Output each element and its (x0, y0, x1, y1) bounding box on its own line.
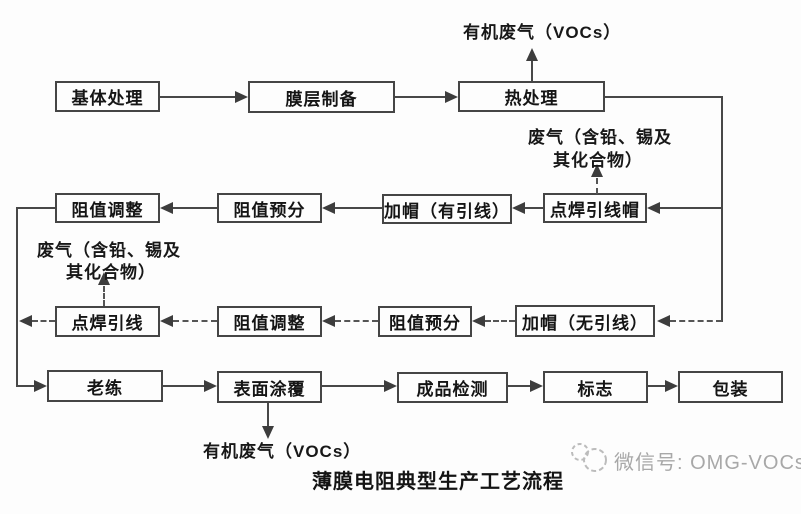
line-presort1-to-adjust1 (173, 207, 217, 209)
line-marking-to-packaging (648, 385, 666, 387)
box-surface-coating: 表面涂覆 (217, 371, 322, 403)
box-final-inspection: 成品检测 (397, 372, 508, 403)
box-spot-weld-leads: 点焊引线 (55, 306, 160, 337)
arrowhead-top-voc (526, 48, 538, 61)
line-film-to-heat (395, 96, 446, 98)
line-substrate-to-film (160, 96, 236, 98)
box-resistance-adjustment-2: 阻值调整 (217, 306, 322, 337)
arrowhead-into-heat-treatment (445, 91, 458, 103)
box-film-preparation: 膜层制备 (248, 81, 395, 113)
box-spot-weld-lead-cap: 点焊引线帽 (543, 193, 647, 223)
arrowhead-into-film-preparation (235, 91, 248, 103)
line-spot-weld-to-waste (103, 286, 105, 306)
line-coating-to-voc (267, 403, 269, 426)
label-left-waste-line1: 废气（含铅、锡及 (37, 241, 181, 260)
line-adjust1-to-left-trunk (17, 207, 55, 209)
box-marking: 标志 (543, 371, 648, 403)
arrowhead-into-final-inspection (384, 380, 397, 392)
arrowhead-into-spot-weld-lead-cap (647, 202, 660, 214)
label-top-voc: 有机废气（VOCs） (463, 23, 622, 42)
line-leadcap-to-capping (525, 207, 543, 209)
diagram-caption: 薄膜电阻典型生产工艺流程 (312, 471, 564, 493)
line-trunk-to-capping-no-leads (670, 320, 722, 322)
arrowhead-into-resistance-adjustment-2 (322, 315, 335, 327)
box-substrate-treatment: 基体处理 (55, 81, 160, 112)
line-heat-to-right-trunk (605, 96, 723, 98)
line-trunk-to-lead-cap (660, 207, 722, 209)
label-right-waste-line1: 废气（含铅、锡及 (528, 128, 672, 147)
arrowhead-right-waste (591, 164, 603, 177)
line-left-trunk-to-aging (17, 385, 35, 387)
arrowhead-into-spot-weld-leads (160, 315, 173, 327)
arrowhead-left-waste (98, 272, 110, 285)
box-heat-treatment: 热处理 (458, 81, 605, 112)
line-left-trunk-vertical (16, 207, 18, 387)
box-capping-with-leads: 加帽（有引线） (382, 194, 512, 224)
arrowhead-into-capping-without-leads (657, 315, 670, 327)
box-capping-without-leads: 加帽（无引线） (515, 305, 655, 337)
label-bottom-voc: 有机废气（VOCs） (203, 442, 362, 461)
line-aging-to-coating (163, 385, 205, 387)
label-right-waste-line2: 其化合物） (553, 151, 643, 170)
arrowhead-into-marking (530, 380, 543, 392)
arrowhead-into-resistance-presort-2 (472, 315, 485, 327)
line-heat-to-voc (531, 60, 533, 81)
arrowhead-into-resistance-adjustment-1 (160, 202, 173, 214)
line-leadcap-to-waste (596, 178, 598, 194)
line-capping-to-presort2 (485, 320, 515, 322)
wechat-circles-icon (571, 443, 607, 472)
arrowhead-into-capping-with-leads (512, 202, 525, 214)
watermark-text: 微信号: OMG-VOCs (614, 452, 801, 474)
line-adjust2-to-spot-weld (173, 320, 217, 322)
line-capping-to-presort1 (335, 207, 382, 209)
line-spot-weld-to-left-trunk (32, 320, 55, 322)
box-packaging: 包装 (678, 371, 783, 403)
box-resistance-presort-2: 阻值预分 (378, 306, 472, 337)
arrowhead-into-surface-coating (204, 380, 217, 392)
box-aging: 老练 (47, 370, 163, 402)
arrowhead-into-left-trunk (19, 315, 32, 327)
line-presort2-to-adjust2 (335, 320, 378, 322)
box-resistance-adjustment-1: 阻值调整 (55, 193, 160, 223)
line-coating-to-inspection (322, 385, 385, 387)
arrowhead-into-resistance-presort-1 (322, 202, 335, 214)
line-right-trunk-vertical (721, 96, 723, 322)
arrowhead-bottom-voc (262, 426, 274, 439)
arrowhead-into-packaging (665, 380, 678, 392)
box-resistance-presort-1: 阻值预分 (217, 193, 322, 223)
label-left-waste-line2: 其化合物） (66, 263, 156, 282)
arrowhead-into-aging (34, 380, 47, 392)
line-inspection-to-marking (508, 385, 531, 387)
